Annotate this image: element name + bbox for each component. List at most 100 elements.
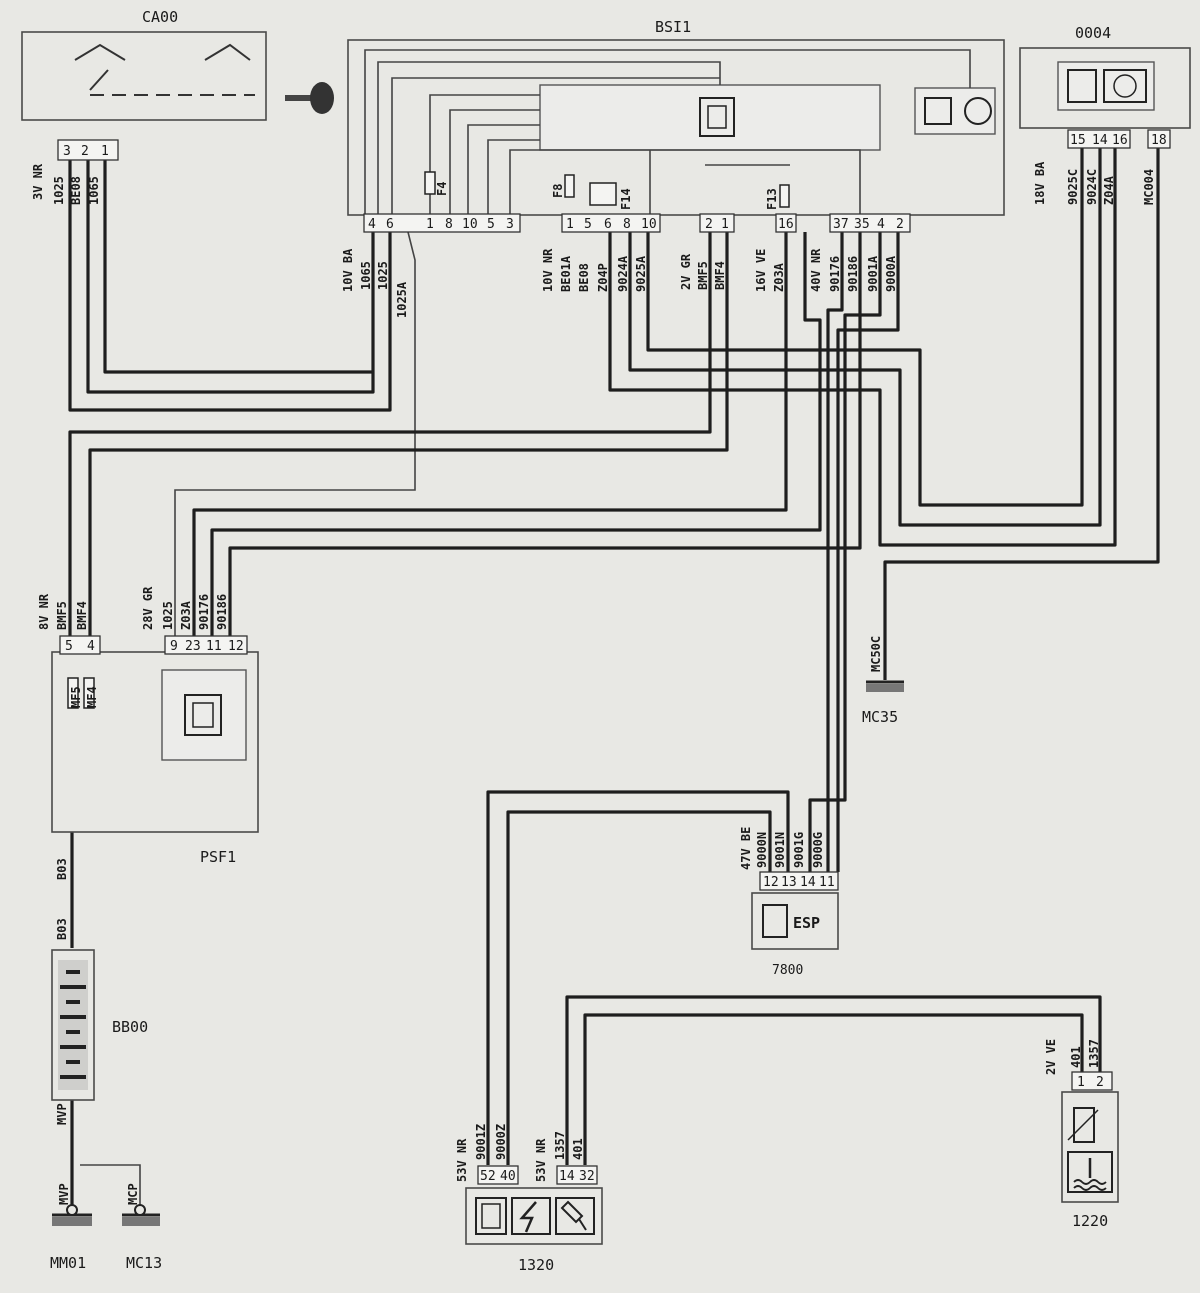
component-0004: 0004 15 14 16 18 18V BA 9025C 9024C Z04A…: [1019, 24, 1191, 205]
svg-text:MVP: MVP: [57, 1183, 71, 1205]
component-psf1: MF5 MF4 5 4 9 23 11 12 8V NR BMF5 BMF4 2…: [37, 586, 259, 880]
svg-text:18: 18: [1151, 133, 1167, 148]
svg-text:Z03A: Z03A: [772, 262, 786, 292]
fuse-f13: F13: [765, 188, 779, 210]
svg-text:13: 13: [781, 875, 797, 890]
svg-text:12: 12: [763, 875, 779, 890]
label-mm01: MM01: [50, 1254, 86, 1272]
svg-text:9001A: 9001A: [866, 255, 880, 292]
label-1220: 1220: [1072, 1212, 1108, 1230]
wire-mcp: [80, 1164, 141, 1210]
svg-text:53V NR: 53V NR: [455, 1138, 469, 1182]
wire-401: [583, 1013, 1084, 1165]
svg-text:3: 3: [63, 144, 71, 159]
coolant-temperature-icon: [1067, 1151, 1113, 1193]
svg-text:9025C: 9025C: [1066, 169, 1080, 205]
wire-9000z: [506, 810, 772, 1165]
svg-text:52: 52: [480, 1169, 496, 1184]
lightning-icon: [511, 1197, 551, 1235]
svg-text:11: 11: [206, 639, 222, 654]
svg-text:1: 1: [566, 217, 574, 232]
svg-text:9000A: 9000A: [884, 255, 898, 292]
component-bb00: B03 BB00 MVP: [51, 918, 148, 1125]
svg-text:1: 1: [1077, 1075, 1085, 1090]
svg-text:BE08: BE08: [577, 263, 591, 292]
wire-9001z: [486, 790, 790, 1165]
svg-text:1025: 1025: [52, 176, 66, 205]
wire-be08-ca00: [86, 160, 375, 394]
svg-text:1357: 1357: [553, 1131, 567, 1160]
svg-text:5: 5: [65, 639, 73, 654]
wire-z04p: [608, 148, 1117, 547]
svg-text:Z04A: Z04A: [1102, 175, 1116, 205]
svg-text:2V VE: 2V VE: [1044, 1039, 1058, 1075]
svg-text:14: 14: [559, 1169, 575, 1184]
wire-1025a: [174, 231, 416, 638]
svg-text:16: 16: [778, 217, 794, 232]
label-bb00: BB00: [112, 1018, 148, 1036]
svg-text:MC004: MC004: [1142, 169, 1156, 205]
label-bsi1: BSI1: [655, 18, 691, 36]
svg-text:Z03A: Z03A: [179, 600, 193, 630]
svg-text:11: 11: [819, 875, 835, 890]
svg-text:4: 4: [368, 217, 376, 232]
svg-text:10V BA: 10V BA: [341, 248, 355, 292]
svg-text:2: 2: [705, 217, 713, 232]
wire-z03a: [192, 232, 788, 638]
svg-text:2: 2: [896, 217, 904, 232]
wire-9000a: [836, 232, 900, 872]
svg-text:35: 35: [854, 217, 870, 232]
svg-text:B03: B03: [55, 858, 69, 880]
wire-mc004: [883, 148, 1160, 680]
svg-text:9000Z: 9000Z: [494, 1124, 508, 1160]
wire-90176: [210, 232, 822, 638]
svg-text:32: 32: [579, 1169, 595, 1184]
svg-text:28V GR: 28V GR: [141, 586, 155, 630]
component-bsi1: BSI1 F4 F8 F14 F13: [341, 18, 1005, 318]
svg-text:16: 16: [1112, 133, 1128, 148]
esp-badge: ESP: [793, 914, 820, 932]
svg-text:1025: 1025: [376, 261, 390, 290]
relay-icon: [924, 97, 992, 125]
gauge-icon: [1103, 69, 1147, 103]
wire-1065-ca00: [103, 160, 372, 374]
label-1320: 1320: [518, 1256, 554, 1274]
svg-text:10: 10: [462, 217, 478, 232]
svg-text:18V BA: 18V BA: [1033, 161, 1047, 205]
component-1220: 2V VE 401 1357 1 2 1220: [1044, 1039, 1119, 1230]
svg-text:10: 10: [641, 217, 657, 232]
connector-ca00: 3V NR: [31, 163, 45, 200]
svg-text:9001Z: 9001Z: [474, 1124, 488, 1160]
svg-text:9024C: 9024C: [1085, 169, 1099, 205]
wire-1025-ca00: [68, 160, 392, 412]
svg-text:40V NR: 40V NR: [809, 248, 823, 292]
svg-text:B03: B03: [55, 918, 69, 940]
svg-text:BE01A: BE01A: [559, 255, 573, 292]
svg-text:2V GR: 2V GR: [679, 253, 693, 290]
label-ca00: CA00: [142, 8, 178, 26]
svg-text:2: 2: [1096, 1075, 1104, 1090]
svg-text:MC50C: MC50C: [869, 636, 883, 672]
fuse-f8: F8: [551, 184, 565, 198]
svg-text:401: 401: [571, 1138, 585, 1160]
label-mc13: MC13: [126, 1254, 162, 1272]
svg-text:8V NR: 8V NR: [37, 593, 51, 630]
chip-icon: [475, 1197, 507, 1235]
key-icon: [285, 82, 334, 114]
svg-text:BMF5: BMF5: [696, 261, 710, 290]
svg-text:14: 14: [800, 875, 816, 890]
svg-text:15: 15: [1070, 133, 1086, 148]
svg-text:6: 6: [386, 217, 394, 232]
svg-text:BMF4: BMF4: [713, 261, 727, 290]
svg-text:1357: 1357: [1087, 1039, 1101, 1068]
svg-text:9001G: 9001G: [792, 832, 806, 868]
svg-text:1065: 1065: [87, 176, 101, 205]
wire-bmf4: [88, 232, 729, 638]
ground-mc13: MCP MC13: [126, 1183, 162, 1272]
svg-text:9000N: 9000N: [755, 832, 769, 868]
svg-text:10V NR: 10V NR: [541, 248, 555, 292]
svg-text:BMF4: BMF4: [75, 601, 89, 630]
fuse-f4: F4: [435, 182, 449, 196]
svg-text:1: 1: [101, 144, 109, 159]
